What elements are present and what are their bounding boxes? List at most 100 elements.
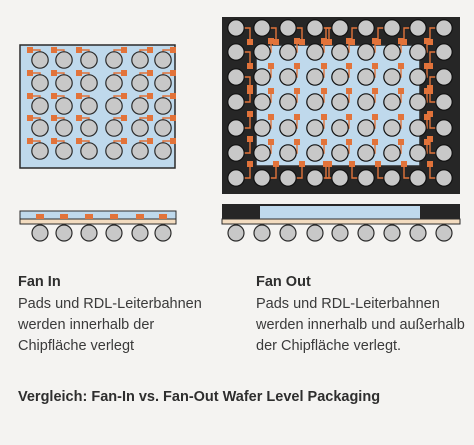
solder-ball (227, 119, 245, 137)
solder-ball (55, 97, 73, 115)
pad (51, 47, 57, 53)
solder-ball (383, 144, 401, 162)
solder-ball (227, 93, 245, 111)
solder-ball (435, 224, 453, 242)
solder-ball (331, 144, 349, 162)
pad (321, 88, 327, 94)
pad (121, 93, 127, 99)
pad (372, 114, 378, 120)
pad (247, 85, 253, 91)
solder-ball (80, 119, 98, 137)
fan-out-cross-section (221, 204, 461, 242)
solder-ball (253, 43, 271, 61)
solder-ball (331, 19, 349, 37)
pad (346, 63, 352, 69)
pad (247, 63, 253, 69)
pad (121, 115, 127, 121)
fan-out-caption: Fan Out Pads und RDL-Leiterbahnen werden… (256, 272, 465, 357)
solder-ball (383, 224, 401, 242)
solder-ball (105, 224, 123, 242)
solder-ball (383, 169, 401, 187)
solder-ball (253, 224, 271, 242)
pad (346, 38, 352, 44)
pad (76, 93, 82, 99)
solder-ball (31, 97, 49, 115)
solder-ball (331, 68, 349, 86)
solder-ball (80, 97, 98, 115)
solder-ball (409, 169, 427, 187)
solder-ball (80, 142, 98, 160)
pad (51, 138, 57, 144)
solder-ball (357, 68, 375, 86)
pad (170, 138, 176, 144)
pad (121, 70, 127, 76)
solder-ball (55, 51, 73, 69)
pad (321, 63, 327, 69)
pad (294, 38, 300, 44)
pad (398, 63, 404, 69)
solder-ball (409, 68, 427, 86)
solder-ball (435, 93, 453, 111)
solder-ball (31, 74, 49, 92)
solder-ball (55, 142, 73, 160)
solder-ball (306, 144, 324, 162)
pad (170, 93, 176, 99)
solder-ball (227, 19, 245, 37)
pad (398, 139, 404, 145)
solder-ball (31, 51, 49, 69)
solder-ball (31, 119, 49, 137)
solder-ball (331, 119, 349, 137)
solder-ball (409, 119, 427, 137)
pad (268, 63, 274, 69)
solder-ball (435, 43, 453, 61)
solder-ball (279, 224, 297, 242)
pad (323, 161, 329, 167)
pad (294, 63, 300, 69)
solder-ball (383, 119, 401, 137)
solder-ball (306, 68, 324, 86)
pad (85, 214, 93, 219)
solder-ball (253, 68, 271, 86)
pad (346, 139, 352, 145)
solder-ball (409, 93, 427, 111)
pad (147, 138, 153, 144)
solder-ball (105, 142, 123, 160)
fan-in-title: Fan In (18, 274, 61, 290)
solder-ball (435, 119, 453, 137)
pad (398, 38, 404, 44)
fan-out-line-2: werden innerhalb und außerhalb (256, 317, 465, 333)
solder-ball (31, 224, 49, 242)
pad (346, 114, 352, 120)
pad (427, 111, 433, 117)
pad (147, 115, 153, 121)
pad (147, 70, 153, 76)
solder-ball (227, 43, 245, 61)
pad (27, 70, 33, 76)
solder-ball (357, 144, 375, 162)
solder-ball (80, 224, 98, 242)
solder-ball (357, 224, 375, 242)
solder-ball (279, 169, 297, 187)
pad (401, 161, 407, 167)
solder-ball (131, 74, 149, 92)
solder-ball (435, 169, 453, 187)
pad (427, 161, 433, 167)
solder-ball (55, 119, 73, 137)
solder-ball (306, 19, 324, 37)
solder-ball (154, 142, 172, 160)
pad (247, 161, 253, 167)
solder-ball (435, 68, 453, 86)
fan-out-title: Fan Out (256, 274, 311, 290)
solder-ball (306, 169, 324, 187)
solder-ball (435, 19, 453, 37)
solder-ball (253, 169, 271, 187)
fan-out-line-3: der Chipfläche verlegt. (256, 338, 402, 354)
solder-ball (409, 19, 427, 37)
solder-ball (154, 51, 172, 69)
pad (398, 88, 404, 94)
pad (372, 38, 378, 44)
solder-ball (105, 74, 123, 92)
pad (76, 70, 82, 76)
pad (268, 114, 274, 120)
solder-ball (80, 51, 98, 69)
